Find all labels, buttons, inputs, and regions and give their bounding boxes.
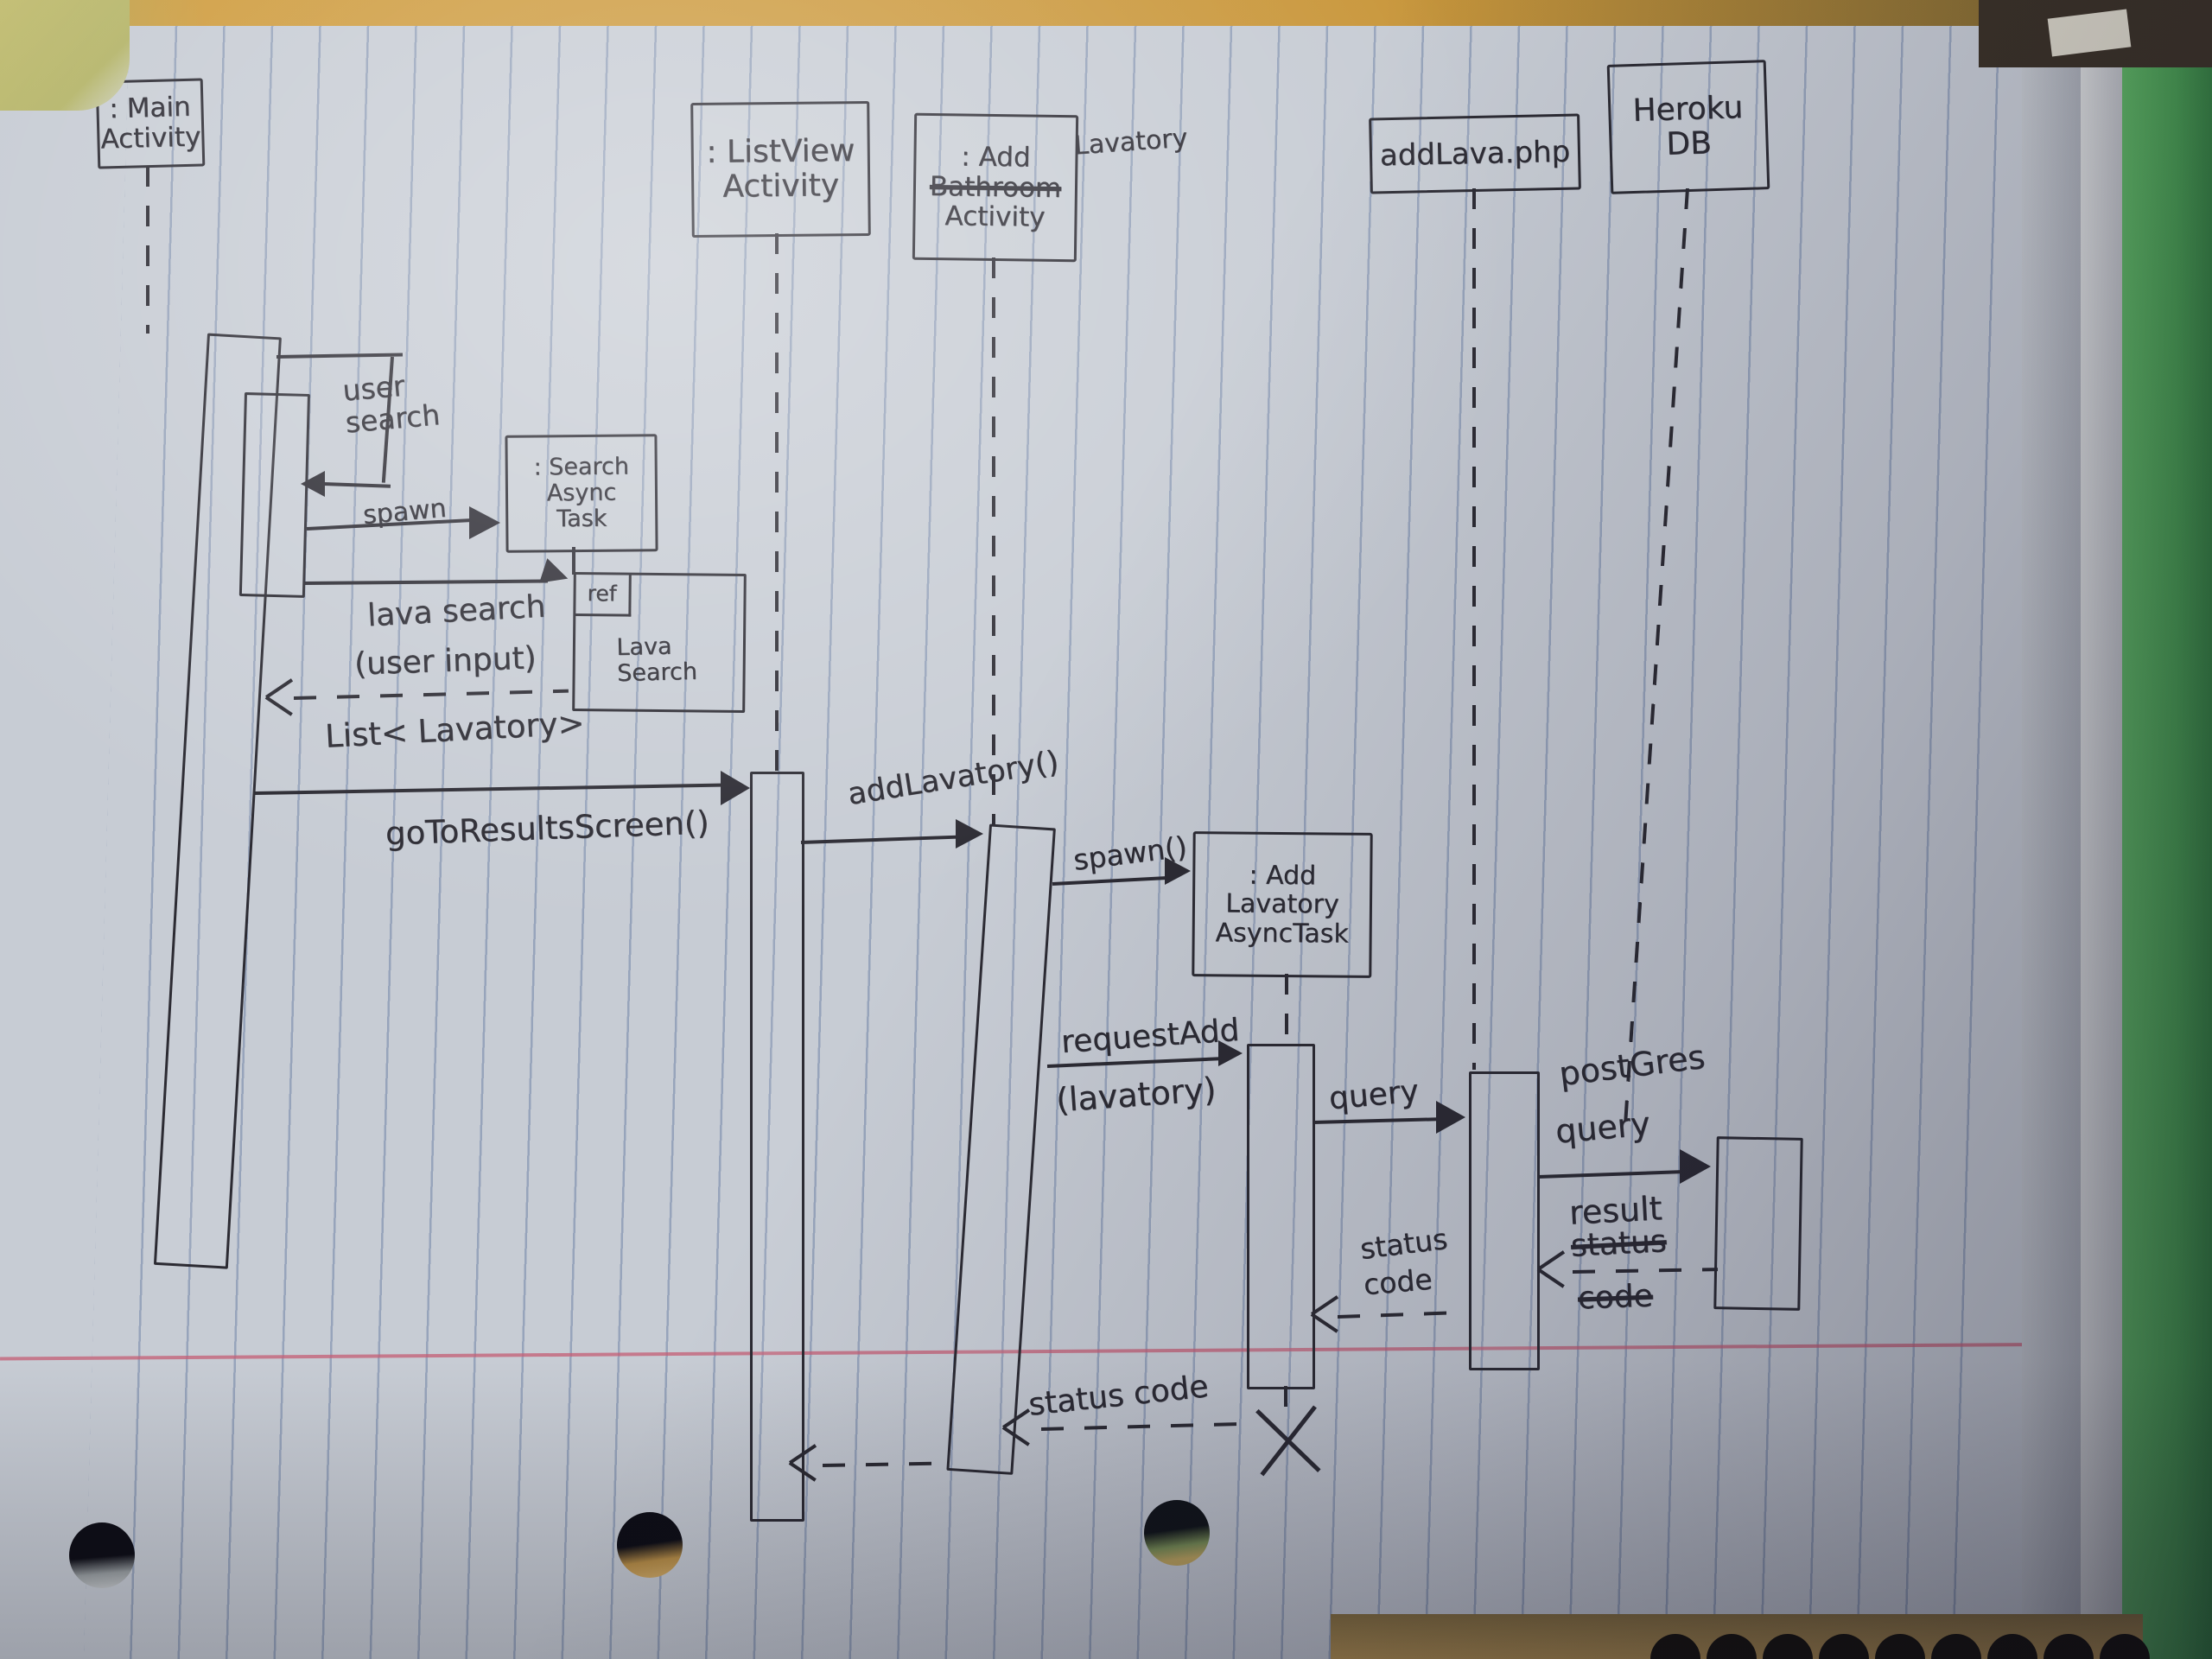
msg-user-search-arrowhead: [301, 471, 325, 497]
lifeline-listview: [775, 233, 779, 772]
punch-hole-2: [617, 1512, 683, 1578]
msg-spawn-add-arrowhead: [1165, 857, 1191, 885]
lifeline-heroku-db: [1623, 188, 1689, 1135]
activation-listview: [750, 772, 804, 1522]
msg-result-return-arrowhead: [1536, 1253, 1569, 1286]
termination-x: [1249, 1402, 1326, 1479]
activation-heroku-db: [1713, 1136, 1803, 1311]
msg-query-label: query: [1327, 1073, 1421, 1117]
msg-postgres-arrowhead: [1680, 1149, 1711, 1184]
lifeline-add-activity: [992, 257, 995, 826]
msg-status-code-1-arrowhead: [1310, 1298, 1343, 1331]
ref-fragment-body: Lava Search: [616, 632, 698, 688]
activation-add-async: [1247, 1044, 1315, 1389]
msg-spawn-add-line: [1052, 875, 1172, 886]
desk-corner: [0, 0, 130, 111]
paper-stack-edge-1: [2022, 22, 2086, 1659]
lifeline-addlava-php: [1472, 188, 1476, 1070]
msg-result-struck-status: status: [1569, 1224, 1668, 1264]
msg-query-line: [1313, 1117, 1445, 1124]
lifeline-add-async-upper: [1285, 974, 1288, 1043]
participant-listview-activity: : ListView Activity: [690, 100, 871, 238]
ref-fragment-operator: ref: [575, 573, 632, 617]
msg-query-arrowhead: [1436, 1101, 1465, 1134]
msg-goto-results-line: [254, 783, 726, 795]
ref-fragment: ref Lava Search: [572, 571, 747, 714]
msg-postgres-label-1: postGres: [1556, 1037, 1707, 1094]
msg-add-lavatory-arrowhead: [956, 819, 983, 849]
msg-final-return-line: [822, 1461, 944, 1467]
msg-status-code-1-label-a: status: [1357, 1221, 1450, 1267]
msg-lava-search-line: [303, 579, 549, 585]
desk-edge: [0, 0, 2212, 26]
add-activity-correction-lavatory: Lavatory: [1072, 123, 1189, 162]
msg-postgres-label-2: query: [1554, 1104, 1652, 1151]
punch-hole-1: [69, 1522, 135, 1588]
msg-user-search-out: [276, 353, 404, 359]
msg-spawn-search-arrowhead: [469, 506, 500, 539]
msg-user-search-back: [322, 482, 391, 488]
msg-result-struck-code: code: [1577, 1278, 1654, 1317]
activation-main-nested: [238, 392, 310, 598]
msg-final-return-arrowhead: [788, 1446, 821, 1479]
msg-lava-search-arrowhead: [539, 558, 572, 591]
participant-add-lavatory-activity: : Add Bathroom Activity: [912, 112, 1079, 263]
lifeline-main: [146, 166, 149, 334]
participant-heroku-db: Heroku DB: [1606, 60, 1770, 194]
lifeline-search-async-stub: [572, 547, 575, 575]
activation-add-activity: [946, 823, 1056, 1475]
msg-request-add-label-1: requestAdd: [1059, 1012, 1241, 1061]
msg-result-return-line: [1572, 1268, 1719, 1274]
msg-request-add-label-2: (lavatory): [1054, 1070, 1217, 1120]
msg-postgres-line: [1537, 1169, 1688, 1179]
msg-spawn-search-label: spawn: [361, 493, 448, 531]
msg-request-add-arrowhead: [1218, 1040, 1243, 1066]
add-activity-line1: : Add: [961, 141, 1031, 174]
msg-status-code-2-label: status code: [1027, 1369, 1211, 1423]
msg-status-code-1-label-b: code: [1362, 1262, 1434, 1302]
add-activity-line2: Activity: [944, 200, 1046, 234]
msg-add-lavatory-label: addLavatory(): [845, 744, 1062, 813]
msg-list-return-label: List< Lavatory>: [324, 704, 586, 755]
msg-lava-search-label-2: (user input): [353, 640, 537, 683]
participant-addlava-php: addLava.php: [1369, 113, 1581, 194]
msg-user-search-label: user search: [340, 368, 442, 440]
msg-goto-results-arrowhead: [721, 771, 750, 805]
msg-lava-search-label-1: lava search: [366, 588, 547, 634]
add-activity-struck-bathroom: Bathroom: [929, 170, 1062, 204]
msg-list-return-line: [293, 689, 569, 700]
msg-list-return-arrowhead: [264, 681, 297, 714]
green-notebook-edge: [2122, 45, 2212, 1659]
punch-hole-3: [1144, 1500, 1210, 1566]
msg-status-code-2-line: [1040, 1421, 1253, 1431]
object-add-lavatory-async-task: : Add Lavatory AsyncTask: [1192, 831, 1373, 978]
activation-addlava-php: [1469, 1071, 1540, 1370]
msg-status-code-1-line: [1337, 1310, 1467, 1319]
msg-add-lavatory-line: [800, 835, 963, 844]
msg-goto-results-label: goToResultsScreen(): [385, 804, 710, 853]
object-search-async-task: : Search Async Task: [505, 434, 658, 553]
